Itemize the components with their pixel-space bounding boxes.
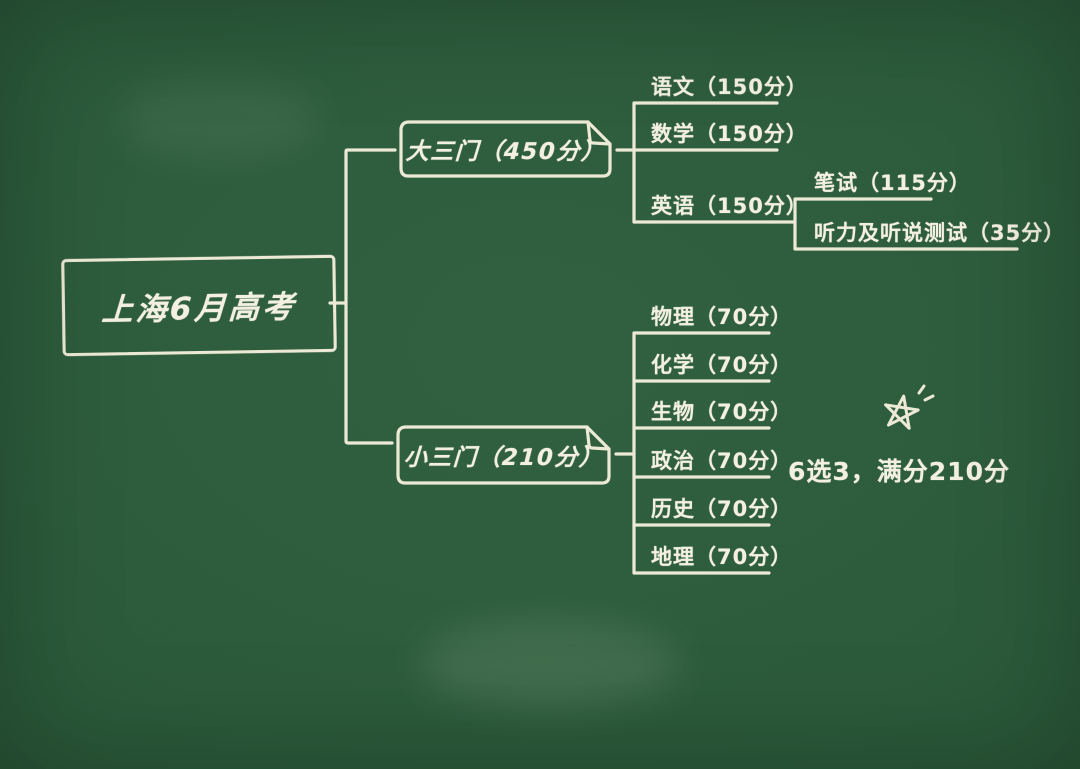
subject-node-physics[interactable]: 物理（70分） [651,305,793,329]
connector-root-trunk [328,148,397,445]
connector-english-children [771,197,1019,251]
root-node-label: 上海6月高考 [100,289,298,329]
connector-branch1-children [615,101,779,224]
subject-node-geography[interactable]: 地理（70分） [651,545,793,569]
note-box-shape [396,425,611,485]
subject-node-history[interactable]: 历史（70分） [651,497,793,521]
subject-node-english[interactable]: 英语（150分） [651,194,808,218]
branch-node-label: 大三门（450分） [405,139,607,165]
subject-node-listening-speaking[interactable]: 听力及听说测试（35分） [814,221,1066,245]
subject-node-biology[interactable]: 生物（70分） [651,400,793,424]
subject-node-chemistry[interactable]: 化学（70分） [651,353,793,377]
subject-node-politics[interactable]: 政治（70分） [651,449,793,473]
subject-node-math[interactable]: 数学（150分） [651,122,808,146]
branch-node-da-san-men[interactable]: 大三门（450分） [395,117,617,181]
subject-node-chinese[interactable]: 语文（150分） [651,75,808,99]
branch-node-label: 小三门（210分） [403,445,605,471]
connector-branch2-children [614,331,771,575]
branch-node-xiao-san-men[interactable]: 小三门（210分） [392,422,616,488]
root-node[interactable]: 上海6月高考 [61,254,337,357]
subject-node-written-test[interactable]: 笔试（115分） [814,171,971,195]
note-text[interactable]: 6选3，满分210分 [788,457,1010,486]
star-sparkle-icon [874,383,936,439]
note-box-shape [399,120,612,178]
